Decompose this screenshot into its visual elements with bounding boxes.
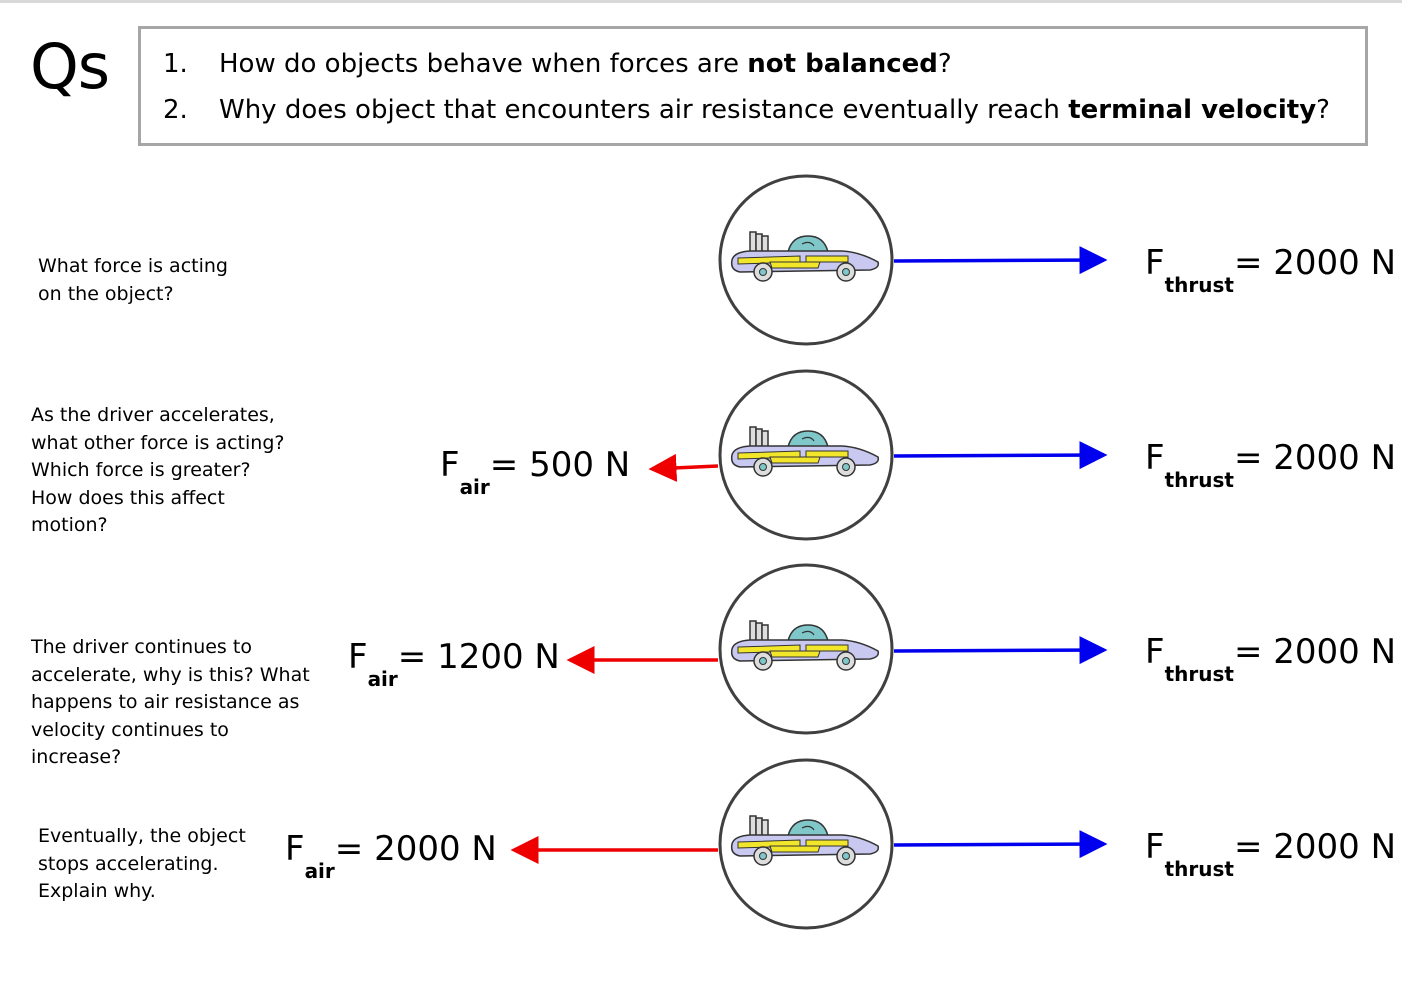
question-end: ? [937, 49, 952, 79]
question-keyword: terminal velocity [1068, 95, 1317, 125]
force-value: = 2000 N [1233, 632, 1397, 672]
prompt-row-1: What force is acting on the object? [38, 253, 228, 308]
question-number: 1. [163, 49, 188, 79]
prompt-line: stops accelerating. [38, 852, 219, 875]
top-divider [0, 0, 1402, 3]
thrust-arrow [893, 441, 1108, 470]
racing-car-icon [718, 174, 894, 346]
force-subscript: thrust [1164, 662, 1234, 686]
prompt-line: Eventually, the object [38, 825, 246, 847]
air-arrow [648, 453, 719, 482]
thrust-label: Fthrust= 2000 N [1145, 830, 1396, 879]
force-value: = 500 N [489, 445, 631, 485]
force-symbol: F [440, 445, 460, 485]
prompt-row-3: The driver continues to accelerate, why … [31, 634, 310, 772]
question-text: How do objects behave when forces are [219, 49, 748, 79]
prompt-line: Which force is greater? [31, 459, 251, 481]
racing-car-icon [718, 563, 894, 735]
thrust-label: Fthrust= 2000 N [1145, 246, 1396, 295]
questions-box: 1.How do objects behave when forces are … [138, 26, 1368, 146]
prompt-line: increase? [31, 746, 122, 768]
prompt-line: What force is acting [38, 255, 228, 277]
racing-car-icon [718, 758, 894, 930]
force-symbol: F [1145, 243, 1165, 283]
force-symbol: F [285, 829, 305, 869]
force-value: = 2000 N [1233, 243, 1397, 283]
prompt-line: As the driver accelerates, [31, 404, 275, 426]
air-resistance-label: Fair= 500 N [440, 448, 630, 497]
prompt-row-2: As the driver accelerates, what other fo… [31, 402, 284, 540]
question-end: ? [1316, 95, 1330, 125]
prompt-line: Explain why. [38, 880, 156, 902]
force-subscript: air [304, 859, 335, 883]
thrust-label: Fthrust= 2000 N [1145, 635, 1396, 684]
force-subscript: air [459, 475, 490, 499]
prompt-line: happens to air resistance as [31, 691, 300, 713]
prompt-line: motion? [31, 514, 108, 536]
question-text: Why does object that encounters air resi… [219, 95, 1069, 125]
thrust-label: Fthrust= 2000 N [1145, 441, 1396, 490]
force-symbol: F [1145, 632, 1165, 672]
force-subscript: thrust [1164, 273, 1234, 297]
air-resistance-label: Fair= 1200 N [348, 640, 560, 689]
air-resistance-label: Fair= 2000 N [285, 832, 497, 881]
thrust-arrow [893, 830, 1108, 859]
prompt-line: what other force is acting? [31, 431, 285, 454]
question-1: 1.How do objects behave when forces are … [163, 51, 952, 77]
force-value: = 2000 N [1233, 827, 1397, 867]
force-subscript: air [367, 667, 398, 691]
force-symbol: F [1145, 827, 1165, 867]
prompt-line: How does this affect [31, 486, 225, 509]
page-title: Qs [30, 30, 110, 103]
thrust-arrow [893, 636, 1108, 665]
force-symbol: F [348, 637, 368, 677]
prompt-line: velocity continues to [31, 718, 229, 741]
prompt-line: accelerate, why is this? What [31, 663, 310, 686]
prompt-line: The driver continues to [31, 636, 252, 658]
force-subscript: thrust [1164, 857, 1234, 881]
force-symbol: F [1145, 438, 1165, 478]
question-keyword: not balanced [747, 49, 938, 79]
prompt-row-4: Eventually, the object stops acceleratin… [38, 823, 246, 906]
force-value: = 2000 N [334, 829, 497, 869]
racing-car-icon [718, 369, 894, 541]
thrust-arrow [893, 246, 1108, 275]
force-value: = 1200 N [397, 637, 560, 677]
question-2: 2. Why does object that encounters air re… [163, 97, 1330, 123]
force-value: = 2000 N [1233, 438, 1397, 478]
prompt-line: on the object? [38, 282, 174, 305]
force-subscript: thrust [1164, 468, 1234, 492]
question-number: 2. [163, 95, 188, 125]
